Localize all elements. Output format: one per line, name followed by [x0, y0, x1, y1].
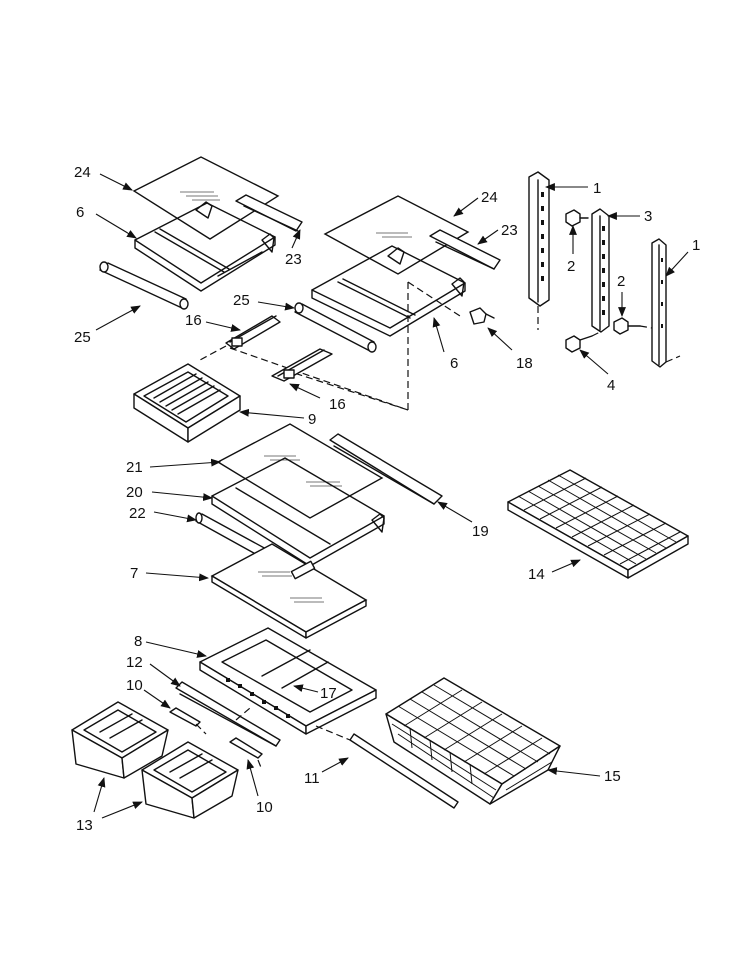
label-8: 8	[134, 633, 142, 650]
label-1a: 1	[593, 180, 601, 197]
label-9: 9	[308, 411, 316, 428]
label-12: 12	[126, 654, 143, 671]
wire-shelf-14	[507, 469, 689, 579]
glass-shelf-21	[216, 423, 384, 519]
label-13: 13	[76, 817, 93, 834]
shelf-trim-19	[329, 433, 443, 505]
label-6a: 6	[76, 204, 84, 221]
label-25a: 25	[74, 329, 91, 346]
bin-slide-10b	[229, 737, 263, 759]
shelf-trim-upper-middle-25	[294, 302, 377, 353]
screw-2b	[613, 317, 641, 335]
label-2a: 2	[567, 258, 575, 275]
crisper-bin-9	[133, 363, 241, 443]
label-10a: 10	[126, 677, 143, 694]
label-15: 15	[604, 768, 621, 785]
part-labels: 24 6 23 25 16 24 23 25 6 18 16 9 1 2 3 2…	[74, 164, 700, 834]
label-19: 19	[472, 523, 489, 540]
screw-4	[565, 335, 593, 353]
crisper-frame-8	[199, 627, 377, 735]
label-25b: 25	[233, 292, 250, 309]
shelf-trim-upper-left-25	[99, 261, 189, 310]
bin-rail-16a	[225, 315, 281, 350]
screw-18	[469, 307, 495, 325]
glass-shelf-upper-middle	[323, 195, 470, 275]
label-10b: 10	[256, 799, 273, 816]
label-6b: 6	[450, 355, 458, 372]
shelf-frame-upper-middle	[311, 245, 466, 337]
label-14: 14	[528, 566, 545, 583]
rail-dashed-lines	[537, 306, 681, 363]
label-16b: 16	[329, 396, 346, 413]
label-16a: 16	[185, 312, 202, 329]
label-23b: 23	[501, 222, 518, 239]
crisper-bin-13a	[71, 701, 169, 779]
label-23a: 23	[285, 251, 302, 268]
label-18: 18	[516, 355, 533, 372]
shelf-rail-1b	[651, 238, 667, 368]
label-1b: 1	[692, 237, 700, 254]
rail-dashed-line-16	[199, 345, 227, 361]
shelf-rail-3	[591, 208, 610, 333]
label-24b: 24	[481, 189, 498, 206]
alignment-dashed-line-upper	[229, 281, 461, 411]
label-24a: 24	[74, 164, 91, 181]
screw-2a	[565, 209, 589, 227]
shelf-frame-upper-left	[134, 201, 276, 292]
bin-rail-16b	[271, 348, 333, 382]
wire-basket-15	[385, 677, 561, 805]
shelf-rail-1a	[528, 171, 550, 307]
label-17: 17	[320, 685, 337, 702]
label-2b: 2	[617, 273, 625, 290]
bin-slide-10a	[169, 707, 201, 727]
label-7: 7	[130, 565, 138, 582]
crisper-bin-13b	[141, 741, 239, 819]
label-21: 21	[126, 459, 143, 476]
leader-lines	[93, 173, 689, 819]
label-22: 22	[129, 505, 146, 522]
shelf-trim-upper-left-23	[235, 194, 303, 232]
cover-glass-7	[210, 543, 368, 639]
shelf-trim-upper-middle-23	[429, 229, 501, 270]
label-11: 11	[304, 770, 320, 787]
label-4: 4	[607, 377, 615, 394]
label-20: 20	[126, 484, 143, 501]
label-3: 3	[644, 208, 652, 225]
glass-shelf-upper-left	[132, 156, 280, 240]
glide-rod-11	[349, 733, 459, 809]
